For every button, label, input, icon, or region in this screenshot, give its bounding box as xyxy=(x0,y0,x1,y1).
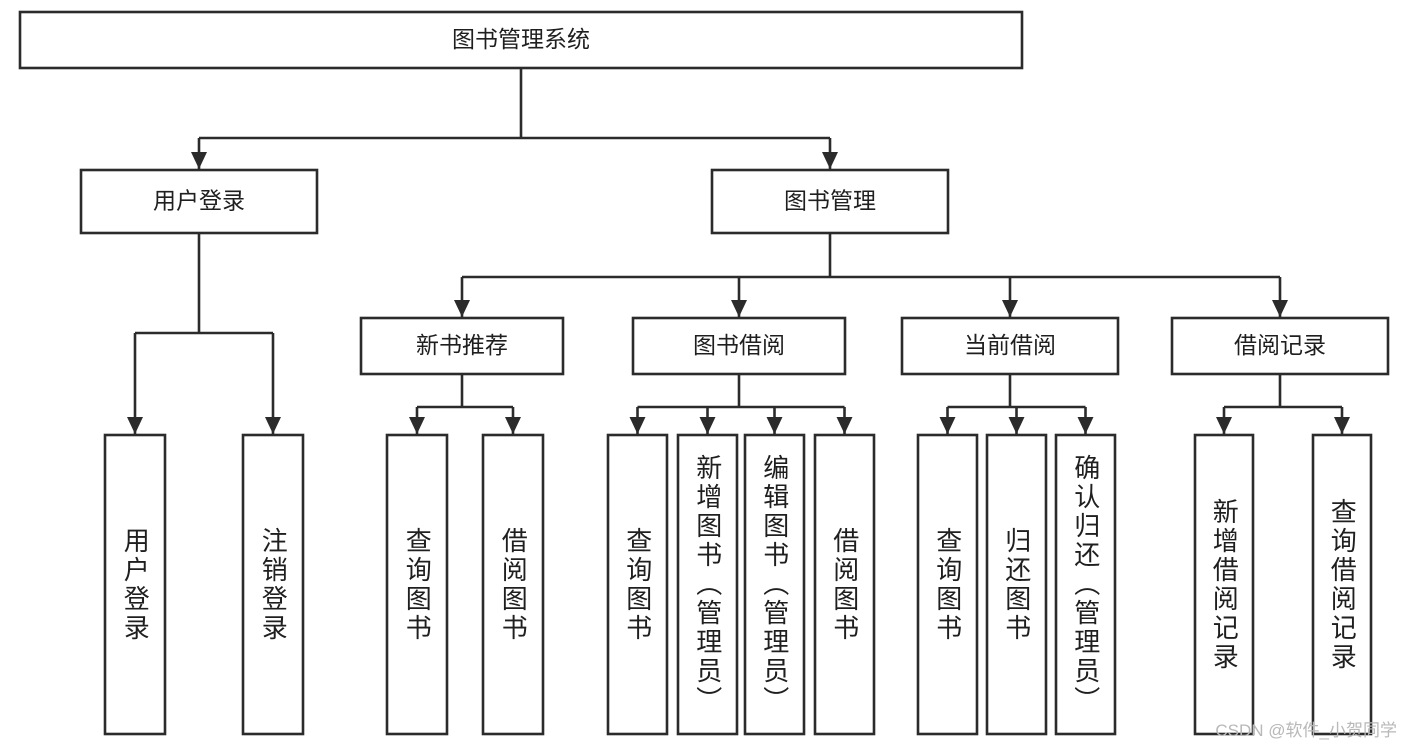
node-leaf-box-1 xyxy=(241,433,305,736)
node-level3-box-3 xyxy=(1170,316,1390,376)
connector-current-leaf-arrowhead-0 xyxy=(939,417,956,434)
node-leaf-box-8 xyxy=(916,433,979,736)
node-leaf-box-6 xyxy=(743,433,806,736)
node-level2-box-1 xyxy=(710,168,950,235)
connector-record-leaf-arrowhead-1 xyxy=(1334,417,1350,434)
connector-userlogin-leaf-arrowhead-0 xyxy=(127,417,143,434)
connector-current-leaf-arrowhead-2 xyxy=(1077,417,1094,434)
arrowhead-root-to-level2-0 xyxy=(191,152,207,169)
connector-newbook-leaf-arrowhead-0 xyxy=(409,417,425,434)
node-level3-label-2: 当前借阅 xyxy=(964,332,1056,358)
node-leaf-box-3 xyxy=(481,433,545,736)
node-level2-label-0: 用户登录 xyxy=(153,188,245,214)
node-level3-label-0: 新书推荐 xyxy=(416,332,508,358)
connector-current-leaf-arrowhead-1 xyxy=(1008,417,1025,434)
node-leaf-box-10 xyxy=(1054,433,1117,736)
node-level2-label-1: 图书管理 xyxy=(784,188,876,214)
node-leaf-box-11 xyxy=(1193,433,1255,736)
node-leaf-box-4 xyxy=(606,433,669,736)
node-level3-label-3: 借阅记录 xyxy=(1234,332,1326,358)
node-root-label: 图书管理系统 xyxy=(452,26,590,52)
node-box-layer xyxy=(18,10,1390,736)
connector-record-leaf-arrowhead-0 xyxy=(1216,417,1232,434)
node-leaf-box-2 xyxy=(385,433,449,736)
node-level3-box-1 xyxy=(631,316,847,376)
arrowhead-books-to-level3-0 xyxy=(454,300,470,317)
connector-newbook-leaf-arrowhead-1 xyxy=(505,417,521,434)
node-level3-label-1: 图书借阅 xyxy=(693,332,785,358)
arrowhead-books-to-level3-1 xyxy=(731,300,747,317)
connector-borrow-leaf-arrowhead-2 xyxy=(766,417,783,434)
connector-borrow-leaf-arrowhead-1 xyxy=(699,417,716,434)
connector-userlogin-leaf-arrowhead-1 xyxy=(265,417,281,434)
node-root-box xyxy=(18,10,1024,70)
connector-layer xyxy=(127,68,1350,434)
connector-borrow-leaf-arrowhead-0 xyxy=(629,417,646,434)
node-leaf-box-7 xyxy=(813,433,876,736)
arrowhead-books-to-level3-3 xyxy=(1272,300,1288,317)
arrowhead-root-to-level2-1 xyxy=(822,152,838,169)
node-leaf-box-0 xyxy=(103,433,167,736)
node-level3-box-2 xyxy=(900,316,1120,376)
node-level2-box-0 xyxy=(79,168,319,235)
arrowhead-books-to-level3-2 xyxy=(1002,300,1018,317)
connector-borrow-leaf-arrowhead-3 xyxy=(836,417,853,434)
node-level3-box-0 xyxy=(359,316,565,376)
node-leaf-box-9 xyxy=(985,433,1048,736)
node-leaf-box-5 xyxy=(676,433,739,736)
node-leaf-box-12 xyxy=(1311,433,1373,736)
